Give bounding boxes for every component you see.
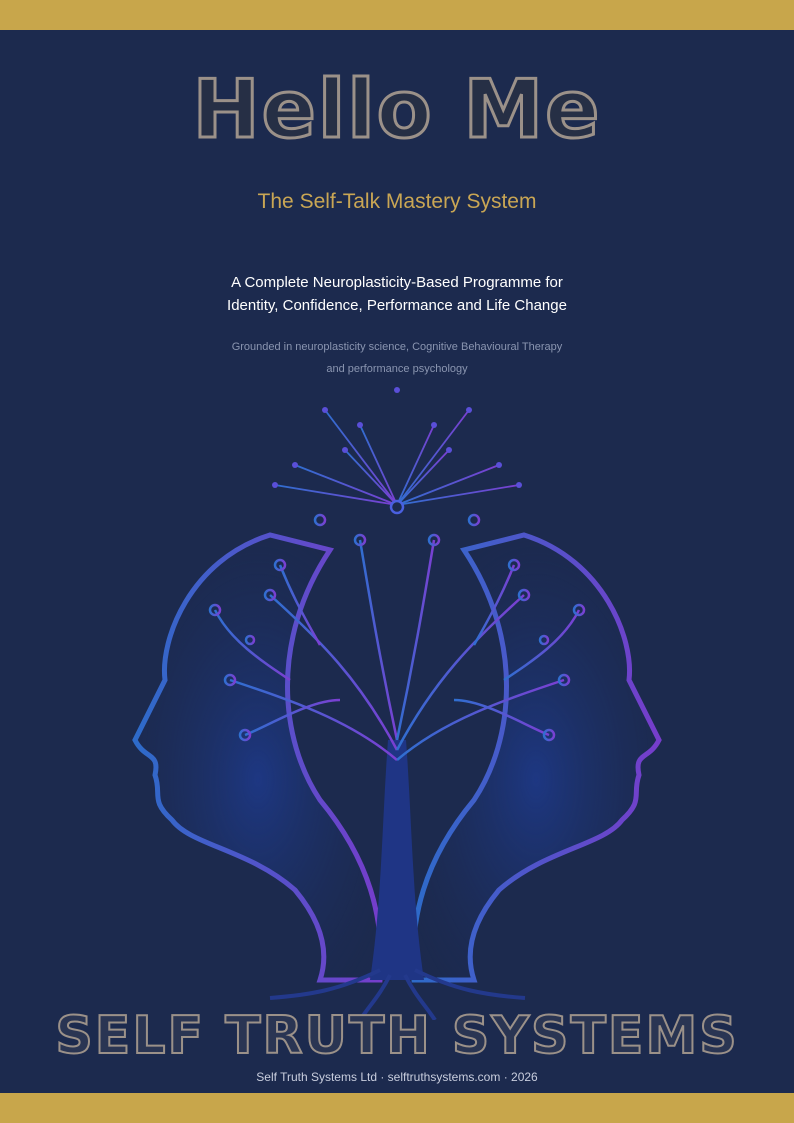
cover-title: Hello Me [191,63,602,156]
tree-branches [213,539,581,761]
cover-subtitle: The Self-Talk Mastery System [257,190,537,213]
starburst-dots [272,387,522,488]
cover-description: A Complete Neuroplasticity-Based Program… [0,271,794,317]
grounded-line: and performance psychology [326,363,468,375]
brand-wordmark: SELF TRUTH SYSTEMS [54,1006,739,1066]
bottom-gold-band [0,1093,794,1123]
starburst-center [389,499,405,515]
grounded-note: Grounded in neuroplasticity science, Cog… [0,336,794,380]
starburst-rays [274,390,520,506]
footer-text: Self Truth Systems Ltd · selftruthsystem… [256,1070,538,1084]
right-head-profile [410,532,662,983]
description-line: A Complete Neuroplasticity-Based Program… [231,274,563,291]
top-gold-band [0,0,794,30]
grounded-line: Grounded in neuroplasticity science, Cog… [231,341,563,353]
description-line: Identity, Confidence, Performance and Li… [227,297,567,314]
neuron-nodes [208,513,586,742]
brain-tree-heads-illustration [132,387,662,1020]
tree-roots [269,968,526,1020]
left-head-profile [132,532,384,983]
tree-trunk [370,740,424,980]
